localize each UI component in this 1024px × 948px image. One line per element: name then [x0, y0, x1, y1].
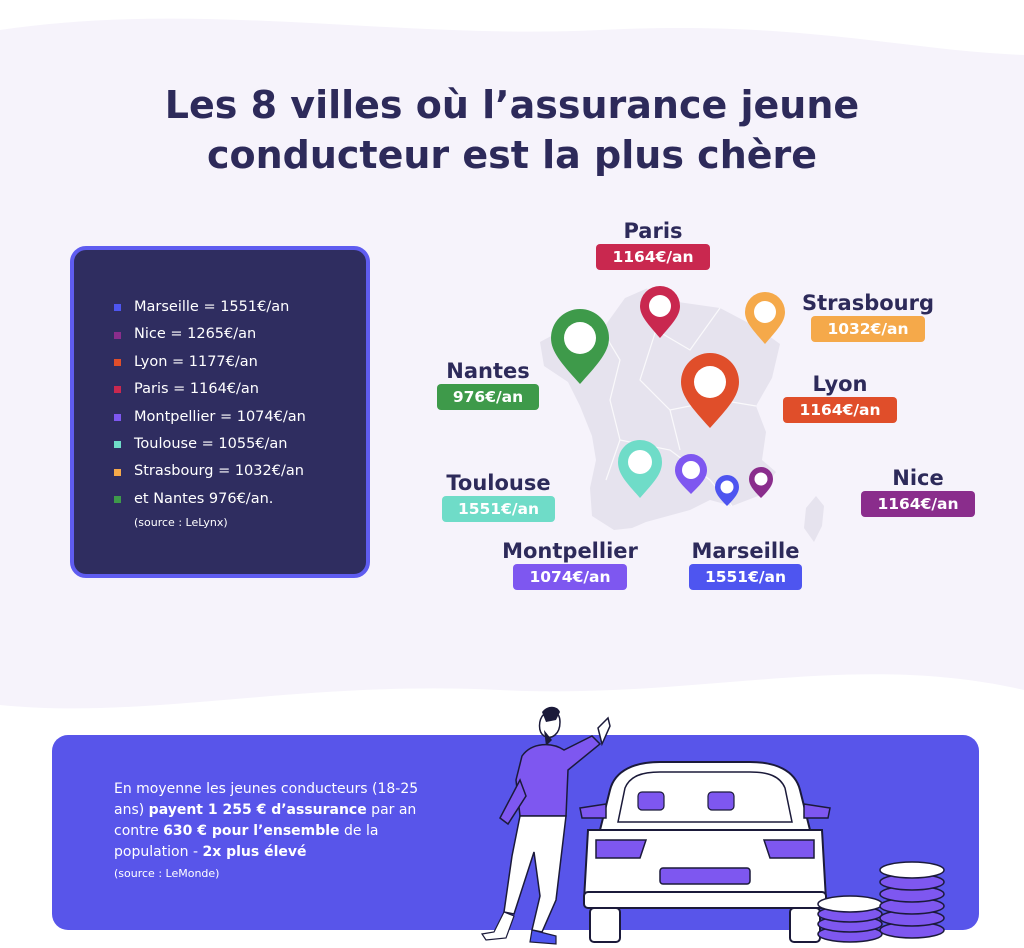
legend-source: (source : LeLynx) [134, 516, 228, 529]
legend-swatch [114, 331, 121, 339]
legend-item-strasbourg: Strasbourg = 1032€/an [114, 458, 306, 485]
price-badge: 1551€/an [441, 496, 556, 522]
price-badge: 976€/an [436, 384, 540, 410]
price-badge: 1074€/an [513, 564, 627, 590]
pin-nantes-icon [551, 309, 609, 384]
legend-item-montpellier: Montpellier = 1074€/an [114, 404, 306, 431]
title-line-2: conducteur est la plus chère [206, 133, 818, 177]
legend-item-nice: Nice = 1265€/an [114, 321, 306, 348]
city-name: Toulouse [446, 471, 551, 495]
legend-item-paris: Paris = 1164€/an [114, 376, 306, 403]
pin-nice-icon [749, 467, 773, 498]
pin-strasbourg-icon [745, 292, 785, 344]
stat-bold-3: 2x plus élevé [202, 844, 307, 860]
legend-label: Nice = 1265€/an [134, 326, 257, 343]
stat-bold-2: 630 € pour l’ensemble [163, 823, 340, 839]
city-lyon: Lyon 1164€/an [770, 371, 910, 423]
legend-item-lyon: Lyon = 1177€/an [114, 349, 306, 376]
pin-toulouse-icon [618, 440, 662, 498]
city-name: Paris [623, 219, 683, 243]
page-title: Les 8 villes où l’assurance jeune conduc… [0, 80, 1024, 180]
legend-label: et Nantes 976€/an. [134, 490, 274, 507]
legend-list: Marseille = 1551€/an Nice = 1265€/an Lyo… [114, 294, 306, 513]
legend-label: Lyon = 1177€/an [134, 353, 258, 370]
corsica-island [804, 496, 824, 542]
bottom-statistic-text: En moyenne les jeunes conducteurs (18-25… [114, 779, 444, 884]
coins-stack-icon [817, 861, 945, 943]
legend-label: Strasbourg = 1032€/an [134, 463, 304, 480]
legend-label: Paris = 1164€/an [134, 381, 259, 398]
legend-swatch [114, 495, 121, 503]
stat-text-2: par an contre [114, 802, 417, 839]
city-name: Lyon [812, 372, 868, 396]
city-toulouse: Toulouse 1551€/an [426, 470, 571, 522]
legend-item-toulouse: Toulouse = 1055€/an [114, 431, 306, 458]
legend-swatch [114, 358, 121, 366]
city-montpellier: Montpellier 1074€/an [490, 538, 650, 590]
bottom-source: (source : LeMonde) [114, 867, 220, 880]
pin-paris-icon [640, 286, 680, 338]
price-badge: 1164€/an [783, 397, 897, 423]
legend-panel: Marseille = 1551€/an Nice = 1265€/an Lyo… [70, 246, 370, 578]
price-badge: 1032€/an [811, 316, 925, 342]
city-nice: Nice 1164€/an [848, 465, 988, 517]
car-illustration [480, 706, 945, 945]
price-badge: 1164€/an [861, 491, 975, 517]
legend-item-marseille: Marseille = 1551€/an [114, 294, 306, 321]
stat-bold-1: payent 1 255 € d’assurance [148, 802, 367, 818]
legend-swatch [114, 468, 121, 476]
car-icon [579, 761, 831, 943]
legend-label: Montpellier = 1074€/an [134, 408, 306, 425]
legend-item-nantes: et Nantes 976€/an. [114, 486, 306, 513]
pin-marseille-icon [715, 475, 739, 506]
city-nantes: Nantes 976€/an [418, 358, 558, 410]
stat-text-1: En moyenne les jeunes conducteurs (18-25… [114, 781, 419, 818]
city-name: Montpellier [502, 539, 638, 563]
legend-swatch [114, 304, 121, 312]
price-badge: 1164€/an [596, 244, 710, 270]
city-name: Nice [892, 466, 944, 490]
legend-swatch [114, 441, 121, 449]
legend-swatch [114, 386, 121, 394]
city-name: Nantes [446, 359, 530, 383]
man-figure-icon [480, 706, 611, 945]
city-marseille: Marseille 1551€/an [673, 538, 818, 590]
stat-text-3: de la population - [114, 823, 379, 860]
city-name: Strasbourg [802, 291, 934, 315]
legend-label: Toulouse = 1055€/an [134, 435, 288, 452]
legend-label: Marseille = 1551€/an [134, 299, 290, 315]
price-badge: 1551€/an [688, 564, 803, 590]
legend-swatch [114, 413, 121, 421]
pin-lyon-icon [681, 353, 739, 428]
title-line-1: Les 8 villes où l’assurance jeune [164, 83, 860, 127]
france-map [540, 286, 824, 542]
city-paris: Paris 1164€/an [583, 218, 723, 270]
pin-montpellier-icon [675, 454, 707, 494]
city-strasbourg: Strasbourg 1032€/an [788, 290, 948, 342]
city-name: Marseille [691, 539, 800, 563]
